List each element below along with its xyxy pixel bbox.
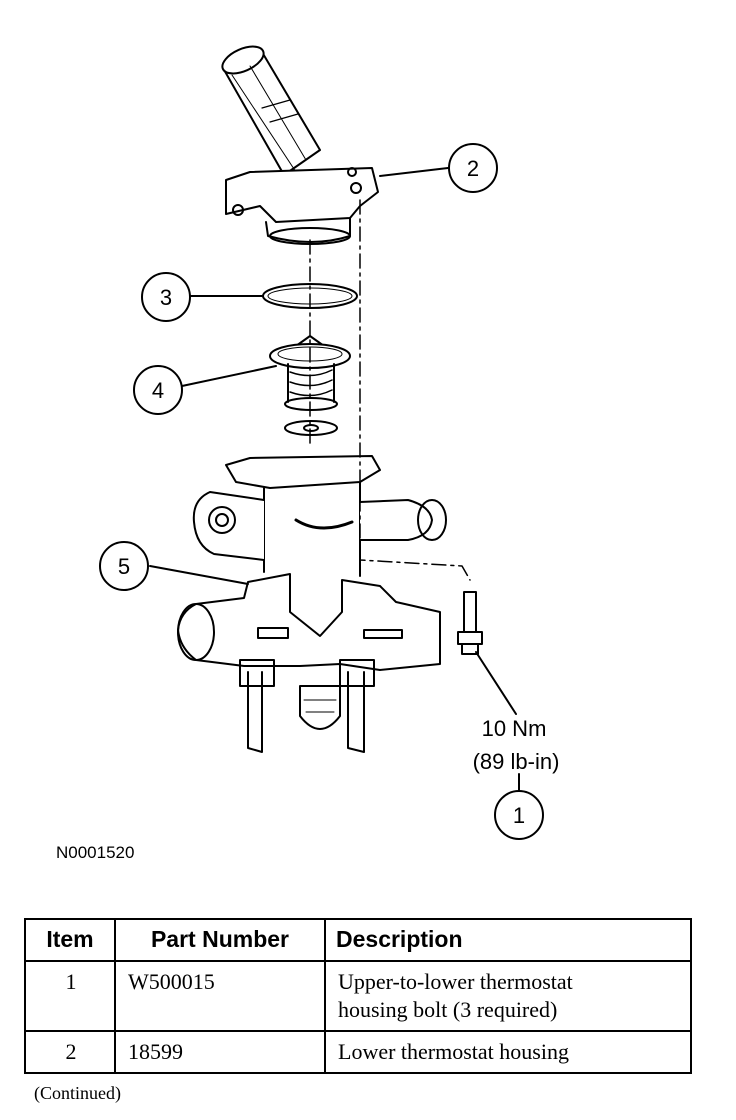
callout-label-3: 3 — [160, 285, 172, 310]
table-row: 2 18599 Lower thermostat housing — [24, 1030, 692, 1074]
leader-line-5 — [149, 565, 249, 585]
header-part-number: Part Number — [114, 918, 326, 962]
cell-description: Lower thermostat housing — [324, 1030, 692, 1074]
callout-circle-5 — [99, 541, 149, 591]
callout-label-4: 4 — [152, 378, 164, 403]
figure-id: N0001520 — [56, 843, 134, 862]
alignment-centerline — [309, 199, 471, 581]
lower-thermostat-housing — [177, 455, 447, 753]
callout-label-2: 2 — [467, 156, 479, 181]
callout-label-1: 1 — [513, 803, 525, 828]
torque-spec-imperial: (89 lb-in) — [473, 749, 560, 774]
header-item: Item — [24, 918, 116, 962]
upper-thermostat-housing — [221, 45, 379, 245]
cell-description: Upper-to-lower thermostat housing bolt (… — [324, 960, 692, 1032]
housing-bolt — [457, 591, 483, 655]
description-line: housing bolt (3 required) — [338, 997, 558, 1022]
callout-label-5: 5 — [118, 554, 130, 579]
description-line: Lower thermostat housing — [338, 1039, 569, 1064]
callout-circle-1 — [494, 790, 544, 840]
cell-item: 1 — [24, 960, 116, 1032]
cell-item: 2 — [24, 1030, 116, 1074]
table-row: 1 W500015 Upper-to-lower thermostat hous… — [24, 960, 692, 1032]
parts-table: Item Part Number Description 1 W500015 U… — [24, 918, 692, 1074]
leader-line-4 — [181, 365, 277, 387]
continued-note: (Continued) — [34, 1083, 121, 1103]
callout-circle-4 — [133, 365, 183, 415]
cell-part-number: W500015 — [114, 960, 326, 1032]
cell-part-number: 18599 — [114, 1030, 326, 1074]
description-line: Upper-to-lower thermostat — [338, 969, 573, 994]
torque-spec-metric: 10 Nm — [482, 716, 547, 741]
table-header-row: Item Part Number Description — [24, 918, 692, 962]
callout-circle-2 — [448, 143, 498, 193]
leader-line-1 — [475, 651, 517, 715]
callout-circle-3 — [141, 272, 191, 322]
leader-line-2 — [379, 167, 449, 177]
header-description: Description — [324, 918, 692, 962]
thermostat-exploded-diagram: 2 3 4 5 1 10 Nm (89 lb-in) N0001520 — [56, 45, 560, 862]
